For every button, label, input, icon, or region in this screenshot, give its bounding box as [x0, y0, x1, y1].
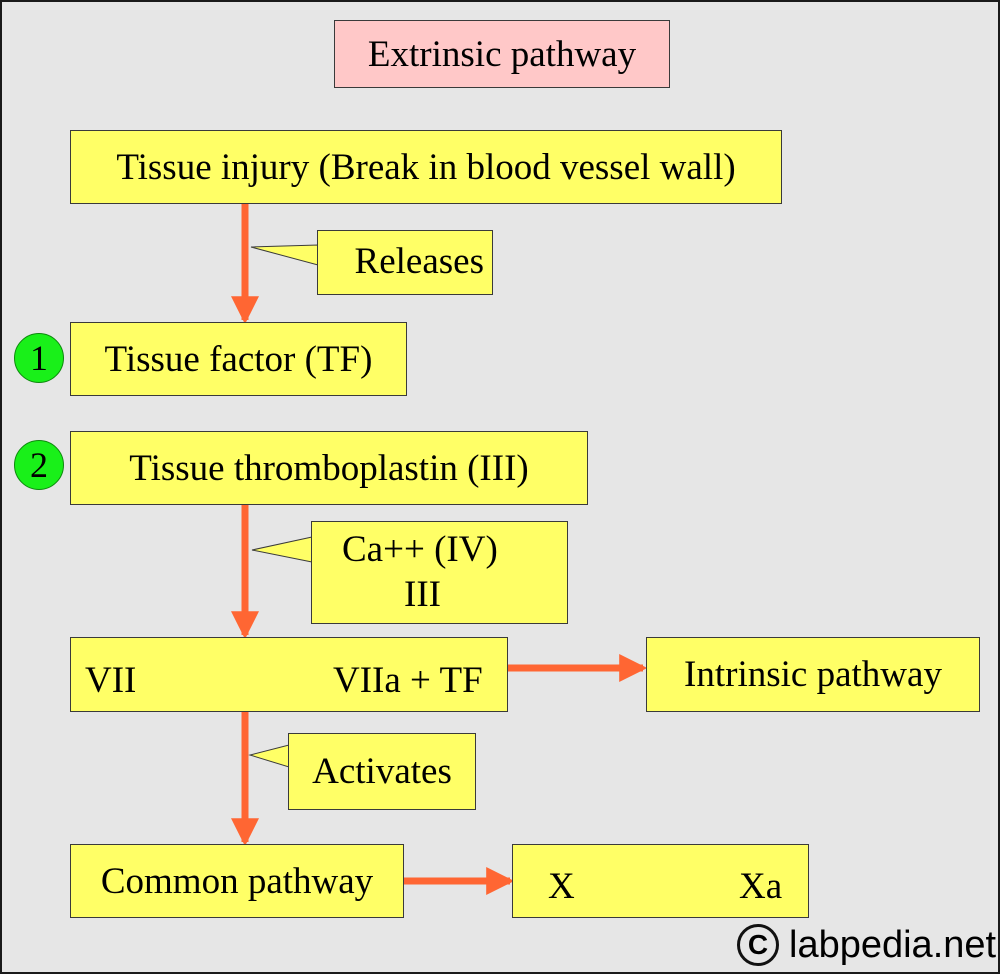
page-title: Extrinsic pathway	[367, 33, 637, 75]
common-pathway-label: Common pathway	[100, 860, 374, 902]
factor-x-label: X	[548, 866, 575, 907]
factor-iii-label: III	[404, 573, 441, 615]
tissue-factor-box: Tissue factor (TF)	[70, 322, 407, 396]
tissue-thromboplastin-box: Tissue thromboplastin (III)	[70, 431, 588, 505]
cofactor-callout-pointer	[251, 536, 313, 563]
activates-callout-pointer	[248, 744, 290, 768]
factor-x-box	[512, 844, 809, 918]
intrinsic-pathway-box: Intrinsic pathway	[646, 637, 980, 712]
step-badge-2: 2	[14, 440, 64, 490]
factor-xa-label: Xa	[739, 866, 783, 907]
copyright-icon: C	[737, 924, 779, 966]
common-pathway-box: Common pathway	[70, 844, 404, 918]
title-box: Extrinsic pathway	[334, 20, 670, 88]
releases-callout: Releases	[317, 230, 493, 295]
calcium-label: Ca++ (IV)	[342, 529, 498, 571]
copyright-notice: C labpedia.net	[737, 920, 996, 970]
copyright-text: labpedia.net	[789, 923, 997, 966]
tissue-injury-label: Tissue injury (Break in blood vessel wal…	[116, 146, 736, 188]
step-badge-1: 1	[14, 333, 64, 383]
tissue-factor-label: Tissue factor (TF)	[104, 338, 373, 380]
tissue-injury-box: Tissue injury (Break in blood vessel wal…	[70, 130, 782, 204]
tissue-thromboplastin-label: Tissue thromboplastin (III)	[129, 447, 529, 489]
activates-label: Activates	[312, 751, 452, 792]
releases-callout-pointer	[250, 244, 319, 266]
factor-vii-label: VII	[85, 660, 137, 701]
activates-callout: Activates	[288, 733, 476, 810]
intrinsic-pathway-label: Intrinsic pathway	[684, 654, 942, 695]
factor-viia-tf-label: VIIa + TF	[333, 660, 483, 701]
releases-label: Releases	[354, 241, 484, 283]
factor-vii-box	[70, 637, 508, 712]
cofactor-callout: Ca++ (IV) III	[311, 521, 568, 624]
